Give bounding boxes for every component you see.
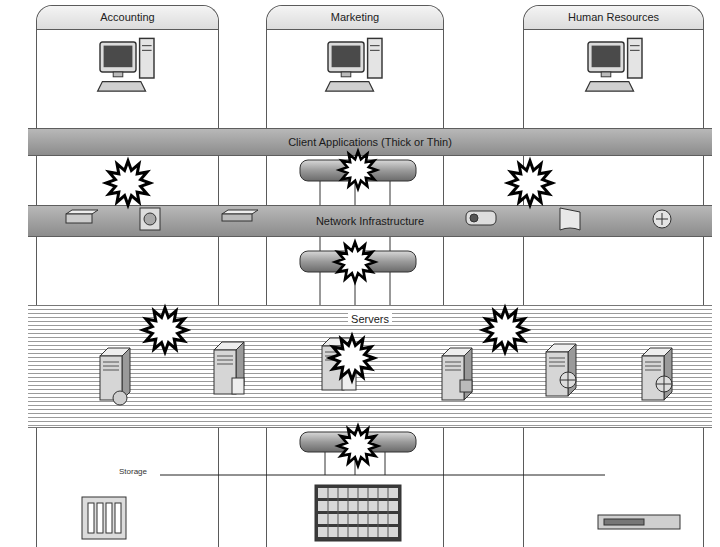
column-heading: Accounting xyxy=(37,6,218,30)
failure-bursts xyxy=(106,151,552,466)
storage-label: Storage xyxy=(118,467,148,476)
computers xyxy=(98,38,642,91)
band-label: Servers xyxy=(348,313,392,325)
pipes xyxy=(300,160,416,475)
column-heading: Marketing xyxy=(267,6,443,30)
layer-band: Network Infrastructure xyxy=(28,205,712,237)
column-heading: Human Resources xyxy=(524,6,703,30)
network-devices xyxy=(66,208,671,230)
band-label: Network Infrastructure xyxy=(313,215,427,227)
storage xyxy=(82,475,680,541)
band-label: Client Applications (Thick or Thin) xyxy=(285,136,455,148)
servers xyxy=(100,338,672,405)
layer-band: Client Applications (Thick or Thin) xyxy=(28,128,712,156)
